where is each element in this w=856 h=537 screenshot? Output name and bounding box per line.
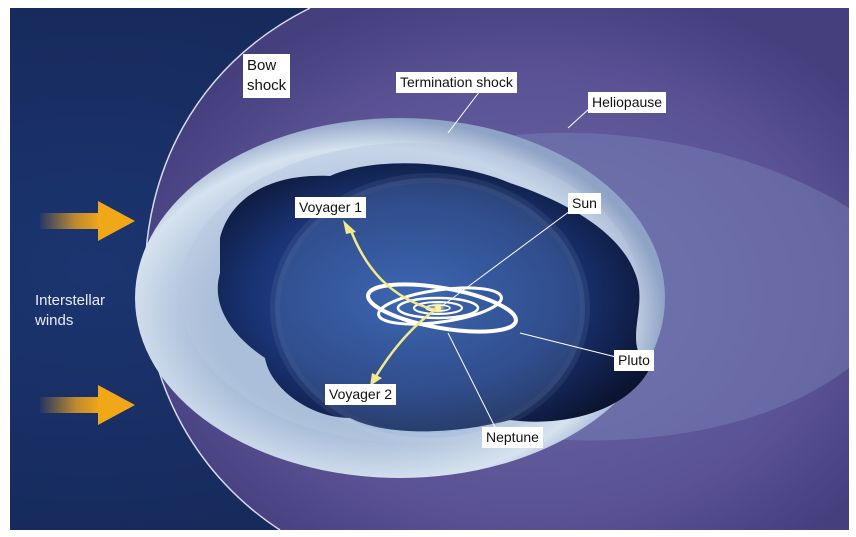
- label-heliopause: Heliopause: [588, 92, 666, 113]
- label-neptune: Neptune: [482, 427, 543, 448]
- label-pluto: Pluto: [614, 350, 654, 371]
- label-voyager-2: Voyager 2: [325, 384, 396, 405]
- label-voyager-1: Voyager 1: [295, 197, 366, 218]
- label-sun: Sun: [568, 193, 601, 214]
- label-termination-shock: Termination shock: [396, 72, 517, 93]
